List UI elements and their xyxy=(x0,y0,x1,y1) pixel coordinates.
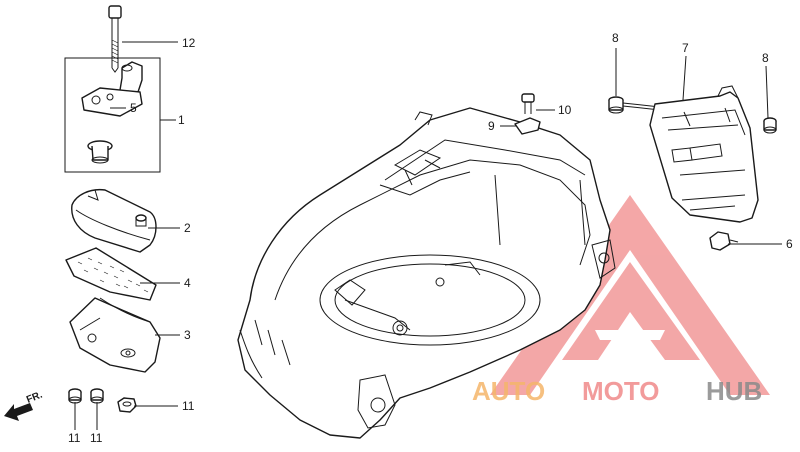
callout-5: 5 xyxy=(130,101,137,115)
callout-12: 12 xyxy=(182,36,196,50)
front-direction-indicator: FR. xyxy=(4,389,44,421)
callout-labels: 12 1 5 2 4 3 11 11 11 10 9 8 8 7 6 xyxy=(68,31,793,445)
part-11-nut-b xyxy=(90,388,104,404)
mower-deck xyxy=(237,107,616,439)
watermark-triangle-icon xyxy=(490,195,770,395)
part-1-group-bracket xyxy=(64,57,161,173)
callout-3: 3 xyxy=(184,328,191,342)
part-10-bolt xyxy=(521,93,535,114)
callout-1: 1 xyxy=(178,113,185,127)
callout-11-c: 11 xyxy=(182,399,195,413)
leader-7 xyxy=(682,55,687,101)
callout-10: 10 xyxy=(558,103,572,117)
watermark-text-moto: MOTO xyxy=(582,376,660,406)
part-12-bolt xyxy=(108,5,122,73)
leader-8-right xyxy=(765,65,769,119)
callout-8-right: 8 xyxy=(762,51,769,65)
part-6-bolt xyxy=(709,231,739,251)
part-2-cover xyxy=(71,188,157,253)
callout-8-left: 8 xyxy=(612,31,619,45)
part-11-nut-c xyxy=(117,397,137,413)
part-4-filter-pad xyxy=(65,247,157,301)
watermark-text: AUTO MOTO HUB xyxy=(472,376,762,406)
part-7-rear-flap xyxy=(649,85,759,223)
watermark-text-hub: HUB xyxy=(706,376,762,406)
callout-11-b: 11 xyxy=(90,431,103,445)
front-direction-label: FR. xyxy=(25,389,44,405)
callout-9: 9 xyxy=(488,119,495,133)
part-8-bushing-left xyxy=(608,96,624,114)
part-3-lower-cover xyxy=(69,297,161,373)
callout-7: 7 xyxy=(682,41,689,55)
front-arrow-icon xyxy=(4,403,33,421)
watermark-text-auto: AUTO xyxy=(472,376,545,406)
part-8-bushing-right xyxy=(763,117,777,134)
callout-4: 4 xyxy=(184,276,191,290)
part-5-plate xyxy=(81,87,143,117)
callout-11-a: 11 xyxy=(68,431,81,445)
part-1-grommet xyxy=(87,140,113,164)
part-11-nut-a xyxy=(68,388,82,404)
callout-2: 2 xyxy=(184,221,191,235)
leader-lines xyxy=(74,41,782,430)
filter-texture xyxy=(77,257,149,293)
watermark-logo xyxy=(490,195,770,395)
callout-6: 6 xyxy=(786,237,793,251)
part-9-clip xyxy=(514,117,541,135)
